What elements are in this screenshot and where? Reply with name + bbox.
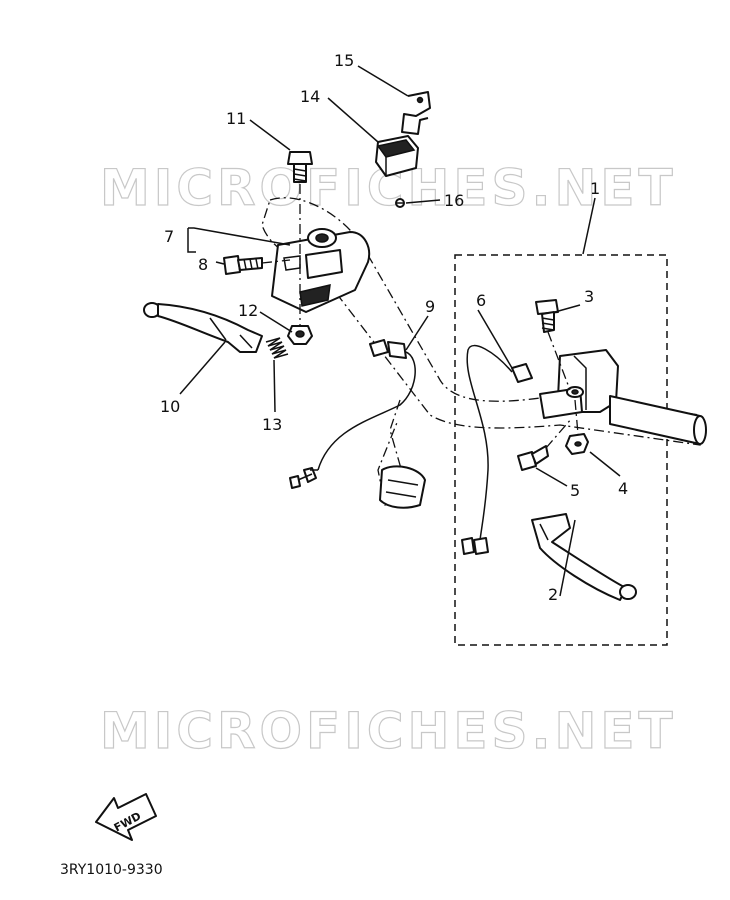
callout-11: 11 xyxy=(226,109,246,128)
screw-5 xyxy=(517,445,549,471)
callout-3: 3 xyxy=(584,287,594,306)
callout-7: 7 xyxy=(164,227,174,246)
callout-12: 12 xyxy=(238,301,258,320)
callout-16: 16 xyxy=(444,191,464,210)
callout-5: 5 xyxy=(570,481,580,500)
assembly-box-1 xyxy=(454,254,668,646)
diagram-code: 3RY1010-9330 xyxy=(60,862,163,878)
bracket-15 xyxy=(401,91,431,135)
callout-4: 4 xyxy=(618,479,628,498)
callout-9: 9 xyxy=(425,297,435,316)
callout-15: 15 xyxy=(334,51,354,70)
nut-12 xyxy=(287,325,313,345)
lever-holder-right xyxy=(539,349,707,445)
spring-13 xyxy=(265,337,289,359)
callout-13: 13 xyxy=(262,415,282,434)
callout-14: 14 xyxy=(300,87,320,106)
screw-16 xyxy=(395,198,405,208)
watermark-bottom: MICROFICHES.NET xyxy=(100,702,677,760)
bolt-3 xyxy=(535,299,559,333)
callout-10: 10 xyxy=(160,397,180,416)
lever-left-10 xyxy=(143,302,263,353)
callout-1: 1 xyxy=(590,179,600,198)
fwd-arrow: FWD xyxy=(95,793,157,841)
callout-6: 6 xyxy=(476,291,486,310)
callouts: 1 2 3 4 5 6 7 8 9 10 11 12 13 14 15 16 xyxy=(160,51,628,604)
callout-2: 2 xyxy=(548,585,558,604)
lever-holder-left xyxy=(271,228,370,313)
switch-14 xyxy=(375,135,419,177)
bolt-11 xyxy=(287,151,313,183)
screw-8 xyxy=(223,255,263,275)
callout-8: 8 xyxy=(198,255,208,274)
nut-4 xyxy=(565,433,589,455)
leader-lines xyxy=(179,65,621,597)
cable-6 xyxy=(461,344,533,555)
cable-9 xyxy=(289,339,416,489)
lever-right-2 xyxy=(531,513,637,601)
